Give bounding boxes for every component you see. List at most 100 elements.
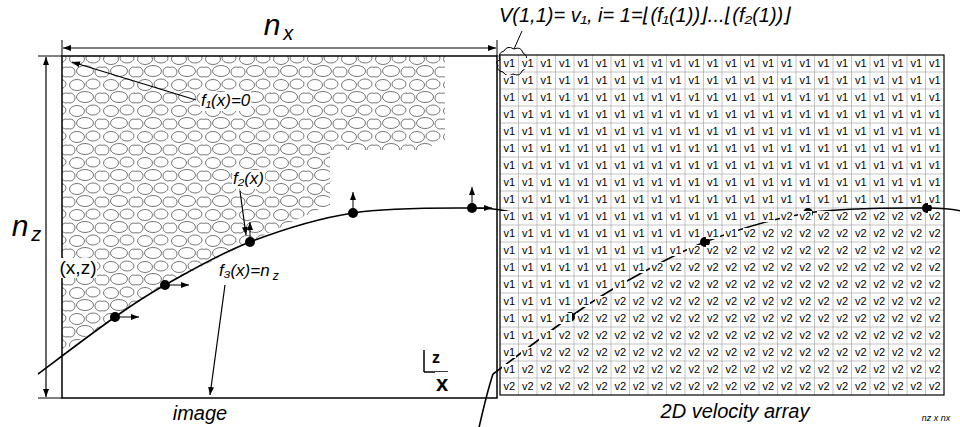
table-cell: v1 — [743, 58, 757, 69]
table-cell: v1 — [502, 177, 516, 188]
dimension-subscript: x — [282, 22, 294, 44]
table-cell: v1 — [706, 143, 720, 154]
table-cell: v2 — [669, 347, 683, 358]
table-cell: v2 — [780, 364, 794, 375]
table-cell: v1 — [835, 126, 849, 137]
grid-line — [500, 191, 944, 192]
grid-line — [500, 123, 944, 124]
table-cell: v1 — [817, 75, 831, 86]
leader-line — [72, 62, 196, 100]
table-cell: v2 — [743, 228, 757, 239]
table-cell: v1 — [632, 160, 646, 171]
panel-caption: image — [172, 402, 228, 424]
table-cell: v1 — [780, 92, 794, 103]
table-cell: v2 — [613, 296, 627, 307]
table-cell: v2 — [891, 364, 905, 375]
table-cell: v1 — [743, 126, 757, 137]
table-cell: v2 — [724, 262, 738, 273]
table-cell: v2 — [854, 296, 868, 307]
table-cell: v1 — [521, 245, 535, 256]
table-cell: v1 — [854, 92, 868, 103]
table-cell: v1 — [576, 228, 590, 239]
table-cell: v2 — [928, 330, 942, 341]
table-cell: v2 — [817, 262, 831, 273]
table-cell: v1 — [558, 211, 572, 222]
table-cell: v1 — [558, 262, 572, 273]
table-cell: v2 — [891, 279, 905, 290]
table-cell: v1 — [650, 160, 664, 171]
dimension-label: n — [11, 209, 30, 242]
table-cell: v2 — [761, 296, 775, 307]
table-cell: v2 — [576, 330, 590, 341]
table-cell: v1 — [650, 58, 664, 69]
table-cell: v1 — [835, 160, 849, 171]
function-label: f₂(x) — [232, 170, 265, 189]
table-cell: v1 — [502, 296, 516, 307]
table-cell: v2 — [669, 364, 683, 375]
table-cell: v1 — [632, 126, 646, 137]
table-cell: v1 — [502, 194, 516, 205]
table-cell: v1 — [761, 109, 775, 120]
table-cell: v2 — [613, 330, 627, 341]
table-cell: v2 — [687, 296, 701, 307]
table-cell: v1 — [595, 194, 609, 205]
table-cell: v2 — [909, 279, 923, 290]
grid-line — [500, 174, 944, 175]
table-cell: v1 — [521, 228, 535, 239]
table-cell: v2 — [632, 364, 646, 375]
table-cell: v1 — [539, 296, 553, 307]
table-cell: v2 — [854, 364, 868, 375]
table-cell: v1 — [576, 160, 590, 171]
table-cell: v1 — [724, 126, 738, 137]
table-cell: v1 — [835, 194, 849, 205]
table-cell: v2 — [706, 296, 720, 307]
grid-line — [500, 276, 944, 277]
table-cell: v1 — [891, 160, 905, 171]
table-cell: v1 — [632, 75, 646, 86]
direction-arrow — [472, 187, 473, 208]
table-cell: v2 — [724, 330, 738, 341]
table-cell: v2 — [798, 211, 812, 222]
table-cell: v2 — [595, 347, 609, 358]
table-cell: v2 — [595, 364, 609, 375]
table-cell: v1 — [761, 160, 775, 171]
table-cell: v2 — [891, 296, 905, 307]
table-cell: v2 — [872, 347, 886, 358]
table-cell: v2 — [669, 330, 683, 341]
table-cell: v1 — [576, 177, 590, 188]
table-cell: v2 — [669, 313, 683, 324]
table-cell: v2 — [687, 364, 701, 375]
table-cell: v2 — [706, 330, 720, 341]
table-cell: v1 — [854, 109, 868, 120]
boundary-curve — [38, 208, 512, 374]
table-cell: v1 — [521, 177, 535, 188]
table-cell: v1 — [854, 58, 868, 69]
table-cell: v1 — [724, 228, 738, 239]
table-cell: v2 — [632, 313, 646, 324]
table-cell: v2 — [669, 296, 683, 307]
table-cell: v1 — [706, 109, 720, 120]
table-cell: v1 — [687, 194, 701, 205]
table-cell: v1 — [502, 313, 516, 324]
table-cell: v1 — [817, 143, 831, 154]
table-cell: v2 — [817, 347, 831, 358]
table-cell: v1 — [835, 143, 849, 154]
table-cell: v1 — [539, 160, 553, 171]
table-cell: v2 — [687, 262, 701, 273]
table-cell: v1 — [928, 160, 942, 171]
table-cell: v1 — [669, 245, 683, 256]
table-cell: v1 — [817, 58, 831, 69]
table-cell: v2 — [761, 364, 775, 375]
table-cell: v2 — [909, 364, 923, 375]
table-cell: v1 — [687, 160, 701, 171]
table-cell: v1 — [650, 126, 664, 137]
table-cell: v1 — [539, 313, 553, 324]
table-cell: v1 — [780, 160, 794, 171]
table-cell: v1 — [928, 126, 942, 137]
table-cell: v2 — [613, 364, 627, 375]
grid-line — [500, 140, 944, 141]
table-cell: v1 — [891, 194, 905, 205]
table-cell: v1 — [558, 58, 572, 69]
table-cell: v2 — [706, 364, 720, 375]
